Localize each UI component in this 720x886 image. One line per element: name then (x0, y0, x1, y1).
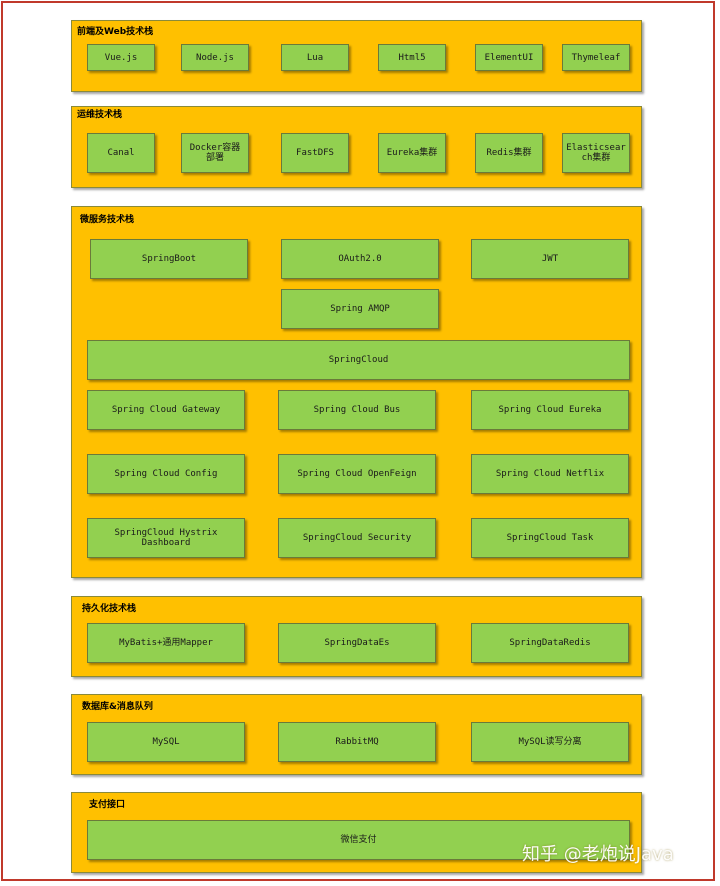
box-springcloud: SpringCloud (87, 340, 630, 380)
box-rabbitmq: RabbitMQ (278, 722, 436, 762)
box-springcloud-hystrix-dashboard: SpringCloud Hystrix Dashboard (87, 518, 245, 558)
box-springdataes: SpringDataEs (278, 623, 436, 663)
section-persistence-title: 持久化技术栈 (82, 604, 137, 614)
box-html5: Html5 (378, 44, 446, 71)
box-eureka-cluster: Eureka集群 (378, 133, 446, 173)
section-frontend-title: 前端及Web技术栈 (77, 27, 154, 37)
box-lua: Lua (281, 44, 349, 71)
box-spring-cloud-eureka: Spring Cloud Eureka (471, 390, 629, 430)
box-spring-amqp: Spring AMQP (281, 289, 439, 329)
box-canal: Canal (87, 133, 155, 173)
box-fastdfs: FastDFS (281, 133, 349, 173)
box-springcloud-security: SpringCloud Security (278, 518, 436, 558)
box-docker: Docker容器 部署 (181, 133, 249, 173)
box-spring-cloud-openfeign: Spring Cloud OpenFeign (278, 454, 436, 494)
box-wechat-pay: 微信支付 (87, 820, 630, 860)
box-springcloud-task: SpringCloud Task (471, 518, 629, 558)
box-nodejs: Node.js (181, 44, 249, 71)
box-mysql-rw-split: MySQL读写分离 (471, 722, 629, 762)
box-vuejs: Vue.js (87, 44, 155, 71)
box-spring-cloud-netflix: Spring Cloud Netflix (471, 454, 629, 494)
box-thymeleaf: Thymeleaf (562, 44, 630, 71)
box-springdataredis: SpringDataRedis (471, 623, 629, 663)
section-payment-title: 支付接口 (89, 800, 126, 810)
section-ops: 运维技术栈 (71, 106, 642, 188)
box-spring-cloud-config: Spring Cloud Config (87, 454, 245, 494)
box-spring-cloud-bus: Spring Cloud Bus (278, 390, 436, 430)
box-elasticsearch-cluster: Elasticsear ch集群 (562, 133, 630, 173)
section-ops-title: 运维技术栈 (77, 110, 123, 120)
box-spring-cloud-gateway: Spring Cloud Gateway (87, 390, 245, 430)
box-mybatis: MyBatis+通用Mapper (87, 623, 245, 663)
box-redis-cluster: Redis集群 (475, 133, 543, 173)
box-elementui: ElementUI (475, 44, 543, 71)
watermark: 知乎 @老炮说Java (522, 844, 674, 865)
box-springboot: SpringBoot (90, 239, 248, 279)
section-database-title: 数据库&消息队列 (82, 702, 153, 712)
section-microservice-title: 微服务技术栈 (80, 215, 135, 225)
box-mysql: MySQL (87, 722, 245, 762)
section-frontend: 前端及Web技术栈 (71, 20, 642, 92)
box-oauth2: OAuth2.0 (281, 239, 439, 279)
box-jwt: JWT (471, 239, 629, 279)
